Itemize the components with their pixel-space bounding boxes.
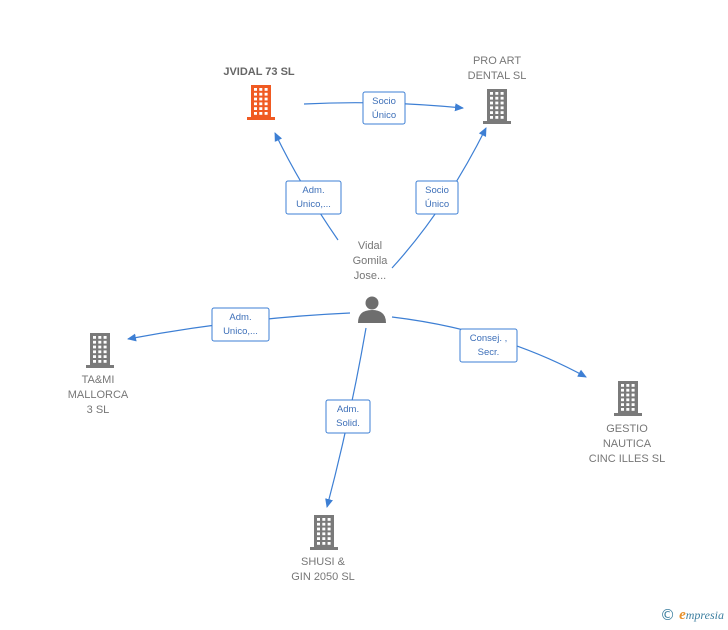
node-label: SHUSI & [301,556,346,568]
edge-label-text: Unico,... [296,199,331,210]
node-label: Jose... [354,270,386,282]
node-label: NAUTICA [603,438,652,450]
brand-logo-initial: e [679,606,686,623]
edge-label-text: Secr. [478,347,500,358]
edge-label-box [285,180,342,215]
edge-label-text: Adm. [337,404,359,415]
node-jvidal[interactable]: JVIDAL 73 SL [223,66,295,120]
node-shusi[interactable]: SHUSI & GIN 2050 SL [291,515,355,583]
building-icon [247,85,275,120]
node-label: JVIDAL 73 SL [223,66,295,78]
edge-label-text: Único [372,110,396,121]
edge-label-box [415,180,459,215]
node-person[interactable]: VidalGomilaJose... [353,240,389,323]
building-icon [483,89,511,124]
edge-label-text: Unico,... [223,326,258,337]
edge-label[interactable]: Consej. , Secr. [459,328,518,363]
edge-label-text: Socio [425,185,449,196]
edge-label[interactable]: Adm. Unico,... [285,180,342,215]
edge-label-text: Consej. , [470,333,508,344]
edge-label-box [459,328,518,363]
node-label: PRO ART [473,55,521,67]
edge-person-to-shusi: Adm. Solid. [325,327,371,508]
edge-label-box [211,307,270,342]
brand-logo-rest: mpresia [685,607,724,622]
building-icon [614,381,642,416]
edge-label[interactable]: Adm. Solid. [325,399,371,434]
node-label: 3 SL [87,404,110,416]
person-icon [358,296,386,323]
node-label: TA&MI [82,374,115,386]
node-label: MALLORCA [68,389,129,401]
nodes-layer: JVIDAL 73 SL PRO ART DENTAL SL VidalGomilaJ… [68,55,665,583]
building-icon [86,333,114,368]
edge-label-box [362,91,406,125]
footer-branding: © empresia [660,606,724,624]
node-gestio[interactable]: GESTIO NAUTICA CINC ILLES SL [589,381,665,465]
node-label: Gomila [353,255,389,267]
node-label: GIN 2050 SL [291,571,355,583]
edges-layer: SocioÚnicoAdm.Unico,...SocioÚnicoAdm.Uni… [127,91,587,508]
edge-label-box [325,399,371,434]
node-label: CINC ILLES SL [589,453,665,465]
node-proart[interactable]: PRO ART DENTAL SL [468,55,527,124]
edge-label-text: Socio [372,96,396,107]
building-icon [310,515,338,550]
edge-person-to-tami: Adm. Unico,... [127,307,351,342]
node-label: DENTAL SL [468,70,527,82]
edge-label-text: Adm. [302,185,324,196]
node-tami[interactable]: TA&MI MALLORCA 3 SL [68,333,129,416]
edge-label-text: Solid. [336,418,360,429]
node-label: Vidal [358,240,382,252]
brand-logo[interactable]: empresia [679,607,724,624]
edge-label-text: Único [425,199,449,210]
edge-person-to-gestio: Consej. , Secr. [391,316,587,378]
node-label: GESTIO [606,423,648,435]
edge-person-to-jvidal: Adm. Unico,... [274,132,342,241]
copyright-symbol: © [660,606,676,624]
edge-label-text: Adm. [229,312,251,323]
edge-label[interactable]: Adm. Unico,... [211,307,270,342]
